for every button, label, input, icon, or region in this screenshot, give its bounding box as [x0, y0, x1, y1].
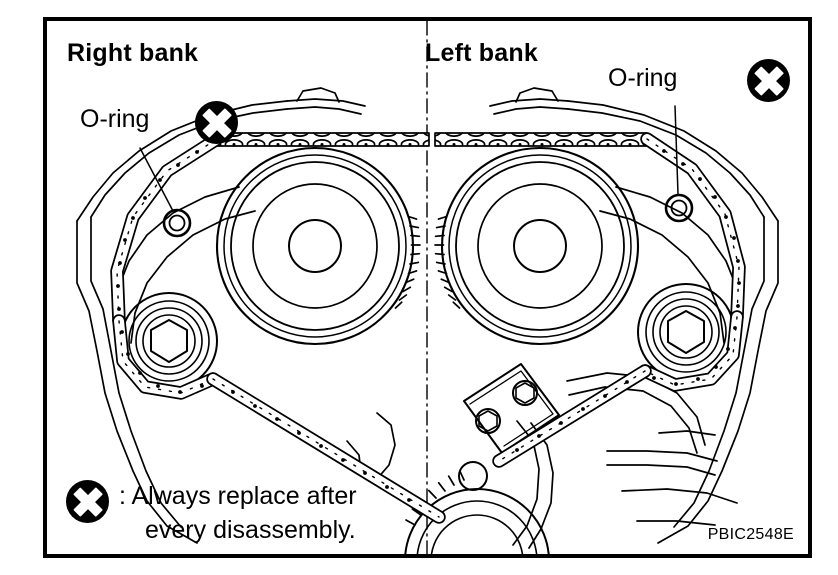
legend-caption-line-2: every disassembly. — [145, 516, 356, 544]
legend-caption: : Always replace after every disassembly… — [119, 479, 519, 547]
label-left-bank: Left bank — [425, 39, 538, 67]
leader-line-oring-left — [674, 105, 679, 195]
camshaft-sprocket-right — [215, 146, 415, 346]
x-in-circle-icon — [747, 59, 790, 102]
label-oring-left: O-ring — [608, 64, 678, 92]
label-right-bank: Right bank — [67, 39, 199, 67]
timing-chain-diagram — [76, 21, 779, 554]
leader-line-oring-right — [139, 147, 174, 212]
oring-part-right — [162, 208, 192, 238]
label-oring-right: O-ring — [80, 105, 150, 133]
chain-pin-dots — [116, 149, 741, 502]
figure-id-code: PBIC2548E — [707, 526, 794, 543]
legend-caption-line-1: : Always replace after — [119, 482, 357, 510]
x-in-circle-icon — [195, 101, 238, 144]
oring-part-left — [664, 193, 694, 223]
figure-frame: Right bank Left bank O-ring O-ring : Alw… — [43, 17, 812, 558]
camshaft-sprocket-left — [440, 146, 640, 346]
engine-cover-outline — [76, 87, 366, 544]
chain-guide — [463, 363, 560, 454]
camshaft-sprocket-right-teeth — [394, 215, 421, 309]
camshaft-sprocket-left-teeth — [434, 215, 461, 309]
x-in-circle-icon — [66, 480, 109, 523]
